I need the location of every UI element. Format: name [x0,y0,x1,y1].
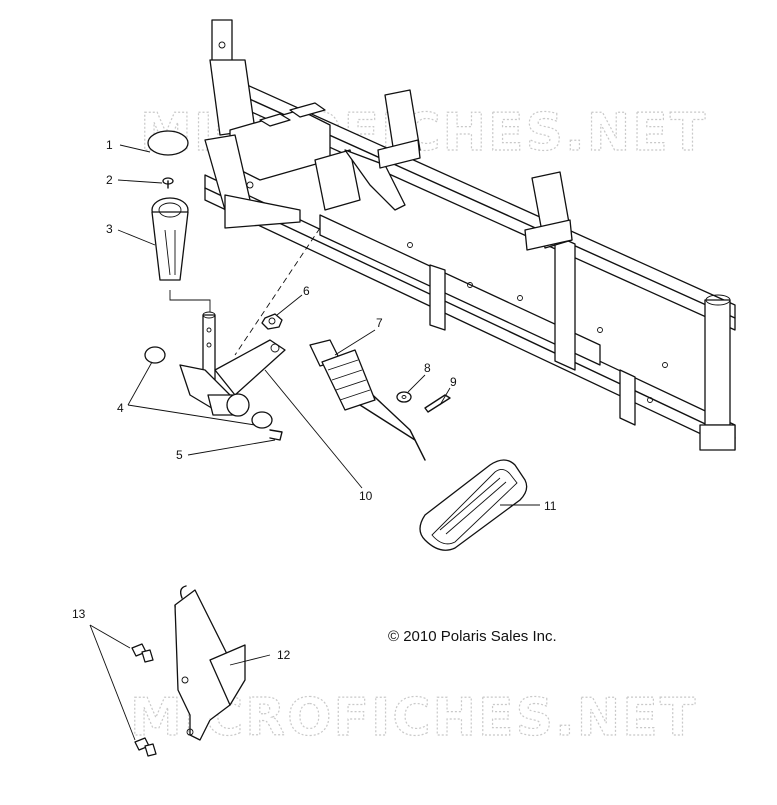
callout-13: 13 [72,607,86,621]
mounting-line [234,227,321,356]
shift-lever-part [179,311,286,417]
callout-9: 9 [450,375,457,389]
callout-3: 3 [106,222,113,236]
callout-11: 11 [544,499,557,513]
washer-part [396,391,412,403]
cable-part [309,339,426,461]
nut-part [261,313,283,330]
callout-12: 12 [277,648,291,662]
boot-part [151,197,189,281]
callout-7: 7 [376,316,383,330]
callout-2: 2 [106,173,113,187]
callout-4: 4 [117,401,124,415]
pin-part [424,394,451,413]
callout-10: 10 [359,489,373,503]
gasket-part [419,459,528,551]
callout-8: 8 [424,361,431,375]
leader-lines [89,144,540,741]
screw-part [162,177,174,189]
callout-1: 1 [106,138,113,152]
bracket-part [174,585,246,741]
bolt-part [131,643,157,757]
frame-assembly [204,19,736,451]
cap-part [147,130,189,156]
copyright-text: © 2010 Polaris Sales Inc. [388,628,557,645]
clip-part [269,429,283,441]
bushing-part [144,346,273,429]
guide-line-3 [169,290,211,312]
callout-6: 6 [303,284,310,298]
callout-5: 5 [176,448,183,462]
